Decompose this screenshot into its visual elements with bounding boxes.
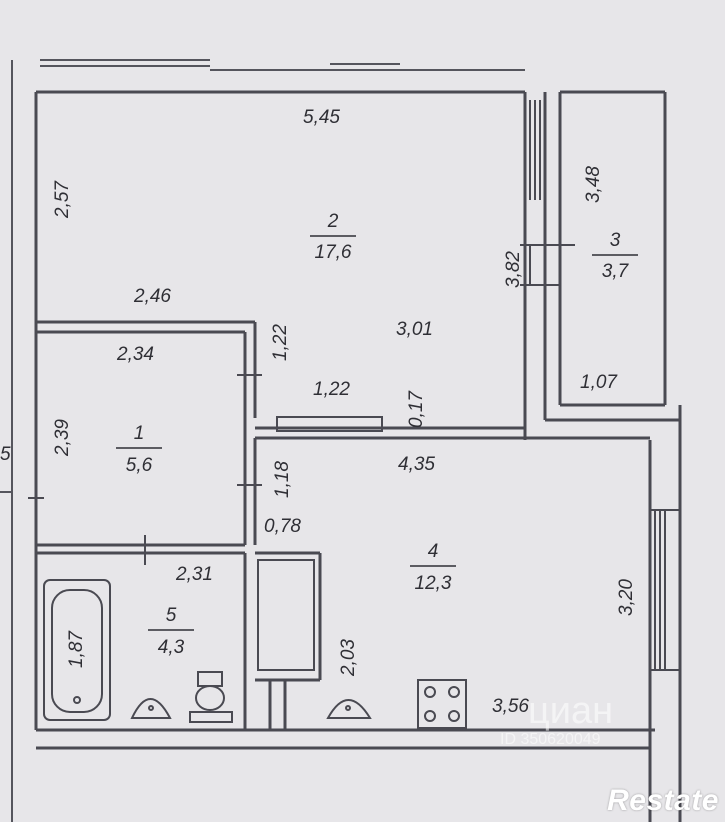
- dim-hall-gap: 0,17: [405, 391, 427, 428]
- dim-balcony-width: 1,07: [580, 372, 617, 393]
- dim-top-width: 5,45: [303, 107, 340, 128]
- room-1-area: 5,6: [125, 455, 153, 476]
- dim-bath-width: 2,31: [176, 564, 213, 585]
- dim-kitchen-height: 3,20: [615, 579, 637, 616]
- room-3-number: 3: [609, 230, 621, 251]
- room-number-lines: [116, 235, 638, 631]
- dim-room2-right-height: 3,82: [502, 251, 524, 288]
- dim-kitchen-bottom-width: 3,56: [492, 696, 529, 717]
- room-3-area: 3,7: [601, 261, 629, 282]
- dim-room1-width: 2,34: [117, 344, 154, 365]
- dim-room1-height: 2,39: [51, 419, 73, 456]
- dim-hall-width: 1,22: [313, 379, 350, 400]
- room-5-area: 4,3: [157, 637, 185, 658]
- doors: [28, 374, 383, 565]
- room-1-number: 1: [133, 423, 145, 444]
- fixtures: [43, 559, 467, 729]
- edge-fragment: 5: [0, 444, 11, 465]
- dim-balcony-height: 3,48: [582, 166, 604, 203]
- dim-closet-width: 0,78: [264, 516, 301, 537]
- windows: [520, 100, 680, 671]
- room-4-number: 4: [427, 541, 439, 562]
- dim-closet-height: 2,03: [337, 639, 359, 676]
- dim-room2-left-height: 2,57: [51, 181, 73, 218]
- watermark-id: ID 350620049: [500, 731, 601, 748]
- outer-lines: [0, 59, 525, 822]
- room-2-number: 2: [327, 211, 339, 232]
- dim-hall-door-height: 1,22: [269, 324, 291, 361]
- dim-hall-lower-height: 1,18: [271, 461, 293, 498]
- walls: [34, 90, 682, 822]
- dim-room2-lower-width: 2,46: [134, 286, 171, 307]
- dim-tub-length: 1,87: [65, 631, 87, 668]
- restate-logo: Restate: [607, 784, 719, 817]
- room-4-area: 12,3: [414, 573, 452, 594]
- room-5-number: 5: [165, 605, 177, 626]
- dim-kitchen-width: 4,35: [398, 454, 435, 475]
- watermark-brand: циан: [528, 690, 614, 732]
- dim-room2-inner-height: 3,01: [396, 319, 433, 340]
- room-2-area: 17,6: [314, 242, 352, 263]
